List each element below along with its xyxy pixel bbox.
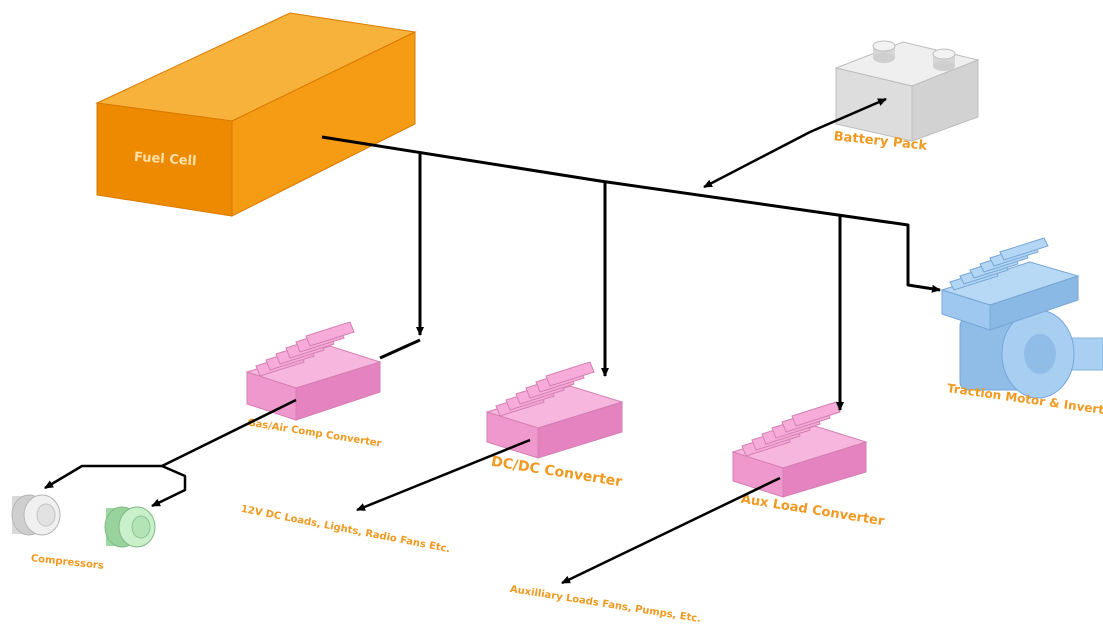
gas-air-converter-label: Gas/Air Comp Converter bbox=[247, 418, 383, 450]
wire-battery-up bbox=[809, 97, 887, 134]
dcdc-converter-label: DC/DC Converter bbox=[490, 454, 623, 491]
main-bus-wire bbox=[321, 135, 941, 293]
compressor-green bbox=[104, 506, 156, 548]
aux-load-converter-label: Aux Load Converter bbox=[740, 492, 886, 530]
aux-loads-label: Auxilliary Loads Fans, Pumps, Etc. bbox=[509, 584, 702, 625]
battery-pack-block: Battery Pack bbox=[833, 40, 980, 154]
wire-to-gas-air-converter bbox=[380, 154, 420, 359]
wire-aux-to-loads bbox=[561, 476, 781, 585]
aux-load-converter-block: Aux Load Converter bbox=[731, 401, 886, 530]
fuel-cell-block: Fuel Cell bbox=[95, 12, 417, 217]
wire-battery-down bbox=[703, 130, 811, 189]
dc-loads-label: 12V DC Loads, Lights, Radio Fans Etc. bbox=[240, 504, 451, 555]
wire-dcdc-to-loads bbox=[356, 438, 531, 512]
battery-terminal-right bbox=[932, 48, 956, 71]
gas-air-converter-block: Gas/Air Comp Converter bbox=[245, 321, 383, 450]
dcdc-converter-block: DC/DC Converter bbox=[485, 361, 624, 491]
compressor-grey bbox=[11, 494, 61, 536]
traction-motor-block: Traction Motor & Inverter bbox=[940, 237, 1103, 419]
wire-gas-air-entry bbox=[379, 338, 421, 360]
wire-gas-to-junction bbox=[161, 398, 297, 468]
battery-terminal-left bbox=[872, 40, 896, 63]
wire-to-green-compressor bbox=[151, 464, 187, 508]
wire-to-grey-compressor bbox=[44, 464, 162, 490]
wiring bbox=[44, 97, 941, 585]
fuel-cell-label: Fuel Cell bbox=[134, 150, 197, 169]
compressors-label: Compressors bbox=[30, 553, 104, 572]
